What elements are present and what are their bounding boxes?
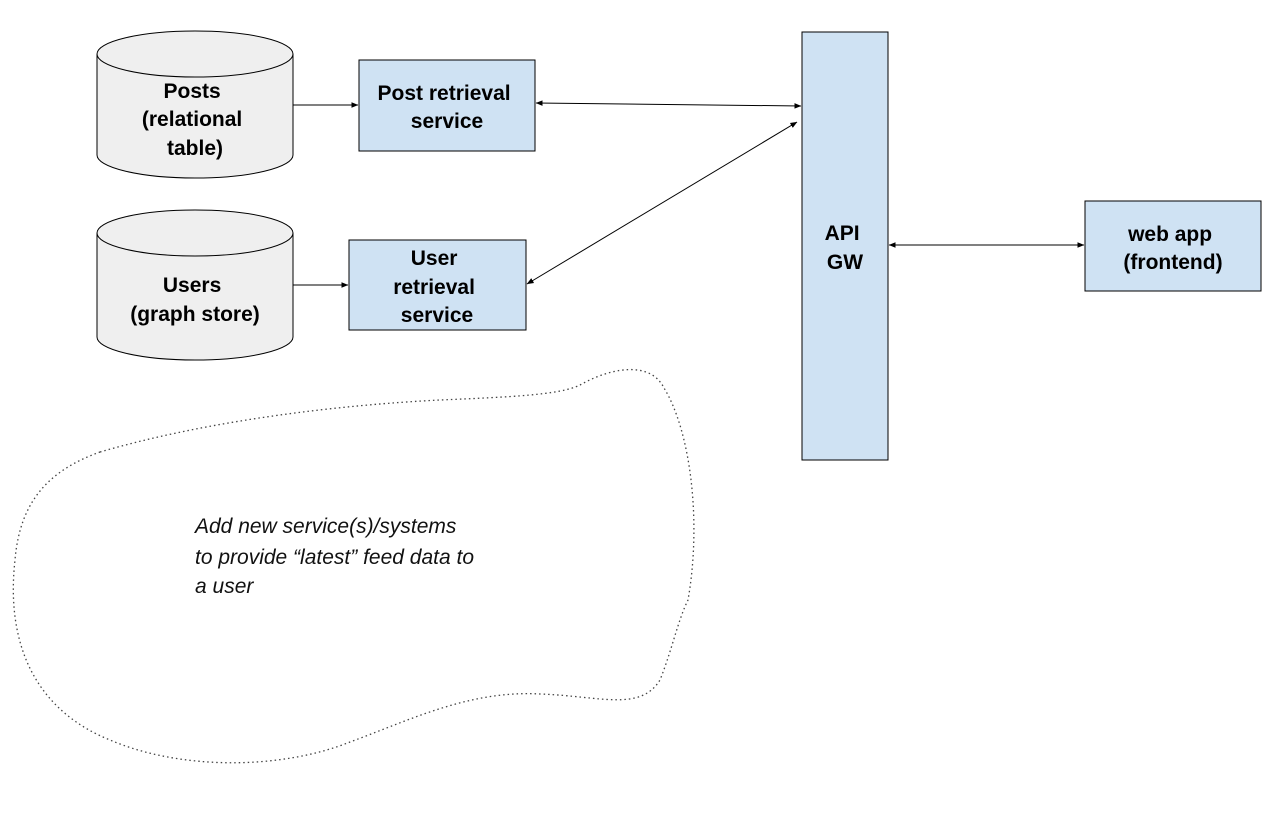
posts-database-body <box>96 54 294 179</box>
posts-database[interactable]: Posts (relational table) <box>96 30 294 179</box>
api-gateway-label-line: GW <box>827 251 863 274</box>
user-retrieval-service[interactable]: User retrieval service <box>348 239 527 331</box>
note-text: Add new service(s)/systems to provide “l… <box>193 515 480 598</box>
user-retrieval-api-gateway-arrow <box>526 121 798 285</box>
api-gateway-box <box>801 31 889 461</box>
post-retrieval-service-label-line: service <box>411 110 483 133</box>
web-app-frontend-label: web app (frontend) <box>1123 223 1222 274</box>
users-database[interactable]: Users (graph store) <box>96 209 294 361</box>
users-database-body <box>96 233 294 361</box>
posts-database-label-line: table) <box>167 137 223 160</box>
posts-database-top <box>96 30 294 78</box>
user-retrieval-service-label-line: User <box>411 247 458 270</box>
posts-database-label: Posts (relational table) <box>142 80 248 160</box>
users-database-label-line: Users <box>163 274 221 297</box>
note-line: Add new service(s)/systems <box>193 515 457 538</box>
api-gateway[interactable]: API GW <box>801 31 889 461</box>
users-database-top <box>96 209 294 257</box>
posts-database-label-line: (relational <box>142 108 242 131</box>
note-line: to provide “latest” feed data to <box>195 546 474 569</box>
post-retrieval-service-label-line: Post retrieval <box>378 82 511 105</box>
web-app-frontend[interactable]: web app (frontend) <box>1084 200 1262 292</box>
user-retrieval-service-label: User retrieval service <box>393 247 481 327</box>
api-gateway-label-line: API <box>825 222 860 245</box>
post-retrieval-api-gateway-arrow <box>535 100 802 109</box>
posts-database-label-line: Posts <box>163 80 220 103</box>
web-app-frontend-box <box>1084 200 1262 292</box>
users-database-label: Users (graph store) <box>130 274 260 326</box>
note-line: a user <box>195 575 254 598</box>
post-retrieval-service-box <box>358 59 536 152</box>
web-app-frontend-label-line: web app <box>1127 223 1212 246</box>
users-database-label-line: (graph store) <box>130 303 260 326</box>
user-retrieval-service-label-line: retrieval <box>393 276 475 299</box>
user-retrieval-service-label-line: service <box>401 304 473 327</box>
api-gateway-label: API GW <box>825 222 866 274</box>
user-retrieval-service-box <box>348 239 527 331</box>
post-retrieval-service-label: Post retrieval service <box>378 82 517 133</box>
post-retrieval-service[interactable]: Post retrieval service <box>358 59 536 152</box>
web-app-frontend-label-line: (frontend) <box>1123 251 1222 274</box>
note-cloud-outline <box>12 368 695 764</box>
